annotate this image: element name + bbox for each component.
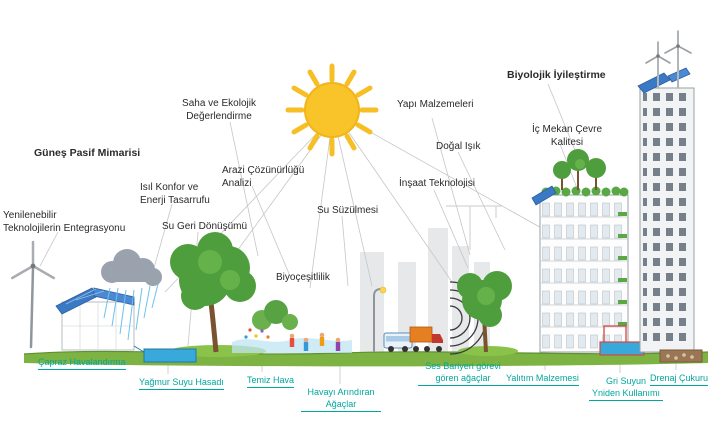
facade-solar-panel <box>531 185 557 206</box>
street-lamp-icon <box>373 286 387 352</box>
label-temiz-hava: Temiz Hava <box>247 374 295 389</box>
flowers-icon <box>244 328 270 339</box>
label-yalitim-malzemesi: Yalıtım Malzemesi <box>506 372 579 387</box>
high-rise-building-icon <box>637 30 695 353</box>
water-tank-icon <box>133 345 197 363</box>
label-yenilenebilir-teknolojiler: Yenilenebilir Teknolojilerin Entegrasyon… <box>3 210 126 234</box>
label-biyocesitlilik: Biyoçeşitlilik <box>276 272 330 283</box>
label-yagmur-suyu-hasadi: Yağmur Suyu Hasadı <box>139 376 224 391</box>
label-drenaj-cukuru: Drenaj Çukuru <box>650 372 709 387</box>
label-dogal-isik: Doğal Işık <box>436 141 481 152</box>
label-gunes-pasif-mimarisi: Güneş Pasif Mimarisi <box>34 147 141 159</box>
rain-cloud-icon <box>101 249 162 341</box>
roof-trees <box>553 149 606 190</box>
label-capraz-havalandirma: Çapraz Havalandırma <box>38 356 126 371</box>
label-ic-mekan-cevre: İç Mekan Çevre Kalitesi <box>531 124 603 148</box>
label-insaat-teknolojisi: İnşaat Teknolojisi <box>399 178 475 189</box>
label-havayi-arindiran-agaclar: Havayı Arındıran Ağaçlar <box>301 386 381 413</box>
label-su-geri-donusumu: Su Geri Dönüşümü <box>162 221 248 232</box>
people-icon <box>289 332 341 351</box>
label-ses-bariyeri-agaclar: Ses Bariyeri görevi gören ağaçlar <box>418 360 508 387</box>
sun-icon <box>285 63 379 157</box>
bushes <box>244 300 298 339</box>
label-yapi-malzemeleri: Yapı Malzemeleri <box>397 99 474 110</box>
tree-icon <box>170 232 256 353</box>
label-saha-ekolojik: Saha ve Ekolojik Değerlendirme <box>182 98 256 122</box>
roof-wind-turbines <box>645 30 692 89</box>
wind-turbine-icon <box>10 240 56 349</box>
label-isil-konfor: Isıl Konfor ve Enerji Tasarrufu <box>140 182 210 206</box>
label-arazi-cozunurlugu: Arazi Çözünürlüğü Analizi <box>222 165 305 189</box>
label-biyolojik-iyilestirme: Biyolojik İyileştirme <box>507 69 606 81</box>
solar-house-icon <box>55 287 135 351</box>
barrier-tree-icon <box>457 271 512 353</box>
label-su-suzulmesi: Su Süzülmesi <box>317 205 379 216</box>
label-gri-suyun-kullanimi: Gri Suyun Yniden Kullanımı <box>589 375 663 402</box>
green-roof-building-icon <box>531 149 629 353</box>
roof-solar-panel <box>637 72 671 94</box>
truck-icon <box>409 326 443 352</box>
drainage-pit-icon <box>659 349 703 363</box>
